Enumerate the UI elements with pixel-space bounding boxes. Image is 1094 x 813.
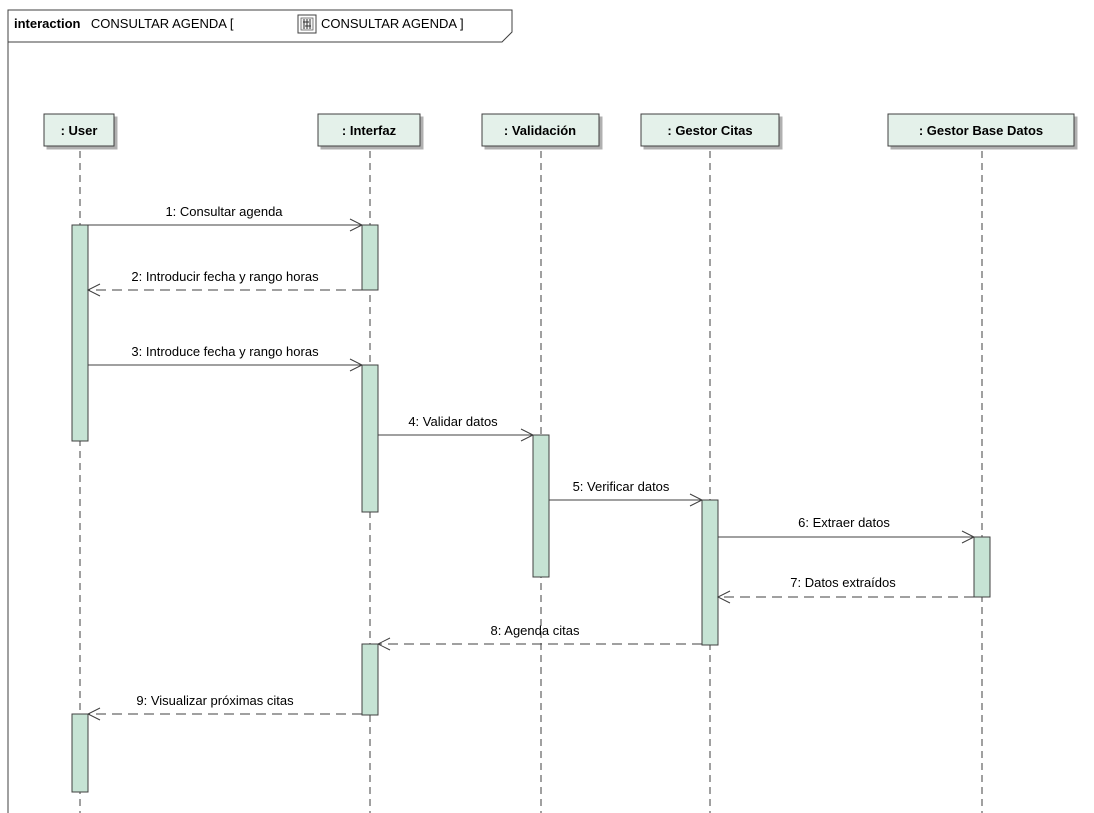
message-9-label: 9: Visualizar próximas citas: [136, 693, 294, 708]
activation-gestor-citas-1: [701, 499, 719, 646]
frame-name-tab: [7, 9, 513, 43]
message-1-label: 1: Consultar agenda: [165, 204, 283, 219]
activation-validacion-1: [532, 434, 550, 578]
activation-interfaz-3: [361, 643, 379, 716]
message-4: 4: Validar datos: [378, 414, 535, 442]
activation-interfaz-1: [361, 224, 379, 291]
lifeline-user-label: : User: [61, 123, 98, 138]
lifeline-interfaz: : Interfaz: [317, 113, 421, 147]
interaction-frame: interaction CONSULTAR AGENDA [ CONSULTAR…: [7, 9, 513, 813]
message-7: 7: Datos extraídos: [716, 575, 974, 604]
lifeline-gestor-citas: : Gestor Citas: [640, 113, 780, 147]
frame-ref-name: CONSULTAR AGENDA ]: [321, 16, 464, 31]
lifeline-gestor-bd-label: : Gestor Base Datos: [919, 123, 1043, 138]
interaction-diagram-icon: [297, 14, 317, 34]
message-2: 2: Introducir fecha y rango horas: [86, 269, 362, 297]
lifeline-validacion-label: : Validación: [504, 123, 576, 138]
svg-text:interaction CONSULTAR AG: interaction CONSULTAR AGENDA [: [14, 15, 234, 32]
message-6-label: 6: Extraer datos: [798, 515, 890, 530]
message-3-label: 3: Introduce fecha y rango horas: [131, 344, 319, 359]
message-5: 5: Verificar datos: [549, 479, 704, 507]
activation-user-2: [71, 713, 89, 793]
message-9: 9: Visualizar próximas citas: [86, 693, 362, 721]
frame-keyword: interaction: [14, 16, 81, 31]
activation-user-1: [71, 224, 89, 442]
activations: [71, 224, 991, 793]
message-7-label: 7: Datos extraídos: [790, 575, 896, 590]
message-4-label: 4: Validar datos: [408, 414, 498, 429]
activation-gestor-bd-1: [973, 536, 991, 598]
lifeline-user: : User: [43, 113, 115, 147]
message-8-label: 8: Agenda citas: [491, 623, 580, 638]
lifeline-interfaz-label: : Interfaz: [342, 123, 397, 138]
message-8: 8: Agenda citas: [376, 623, 702, 651]
lifeline-gestor-citas-label: : Gestor Citas: [667, 123, 752, 138]
lifeline-gestor-bd: : Gestor Base Datos: [887, 113, 1075, 147]
message-1: 1: Consultar agenda: [88, 204, 364, 232]
messages: 1: Consultar agenda 2: Introducir fecha …: [86, 204, 976, 721]
message-3: 3: Introduce fecha y rango horas: [88, 344, 364, 372]
lifeline-validacion: : Validación: [481, 113, 600, 147]
lifelines: : User : Interfaz : Validación : Gestor …: [43, 113, 1075, 813]
message-6: 6: Extraer datos: [718, 515, 976, 544]
activation-interfaz-2: [361, 364, 379, 513]
message-2-label: 2: Introducir fecha y rango horas: [131, 269, 319, 284]
message-5-label: 5: Verificar datos: [573, 479, 670, 494]
frame-name: CONSULTAR AGENDA [: [91, 16, 234, 31]
